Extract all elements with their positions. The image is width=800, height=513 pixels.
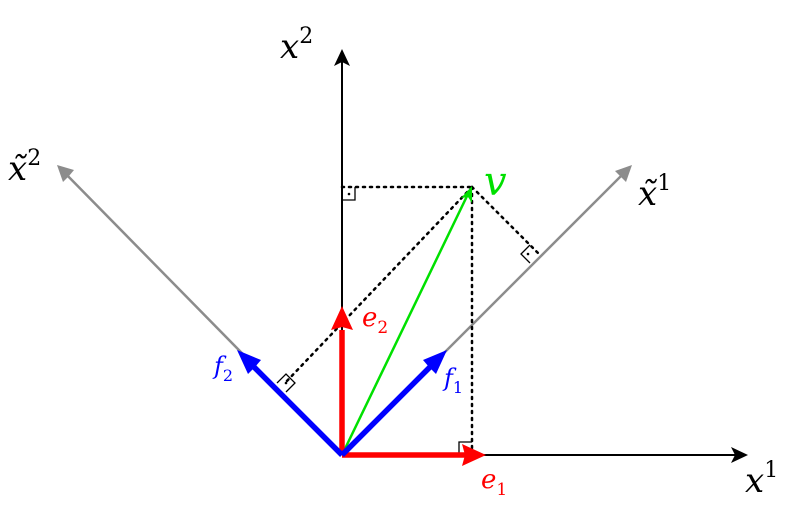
vector-v-arrowhead: [461, 186, 472, 203]
right-angle-marker-x2: [342, 187, 356, 201]
label-x1: x1: [745, 458, 778, 501]
label-f2: f2: [212, 352, 233, 385]
basis-e2-arrowhead: [331, 306, 353, 330]
xt1-axis-arrowhead: [615, 165, 632, 182]
basis-f1: [340, 365, 432, 457]
label-e2: e2: [362, 303, 388, 338]
label-f1: f1: [442, 364, 463, 397]
x1-axis-arrowhead: [731, 447, 748, 463]
basis-f1-arrowhead: [423, 350, 447, 374]
right-angle-marker-xt2: [276, 373, 296, 393]
basis-f2-arrowhead: [237, 350, 261, 374]
label-xt2: x̃2: [8, 146, 41, 189]
projection-v-to-xt1: [470, 185, 542, 257]
basis-f2: [252, 365, 344, 457]
label-v: v: [484, 159, 507, 205]
label-x2: x2: [280, 24, 313, 67]
label-e1: e1: [481, 465, 507, 500]
right-angle-marker-xt1: [520, 244, 531, 264]
basis-e1-arrowhead: [462, 444, 486, 466]
label-xt1: x̃1: [638, 171, 671, 214]
projection-v-to-xt2: [283, 185, 474, 385]
x2-axis-arrowhead: [334, 49, 350, 66]
vector-v: [340, 193, 470, 456]
xt2-axis-arrowhead: [57, 165, 74, 182]
